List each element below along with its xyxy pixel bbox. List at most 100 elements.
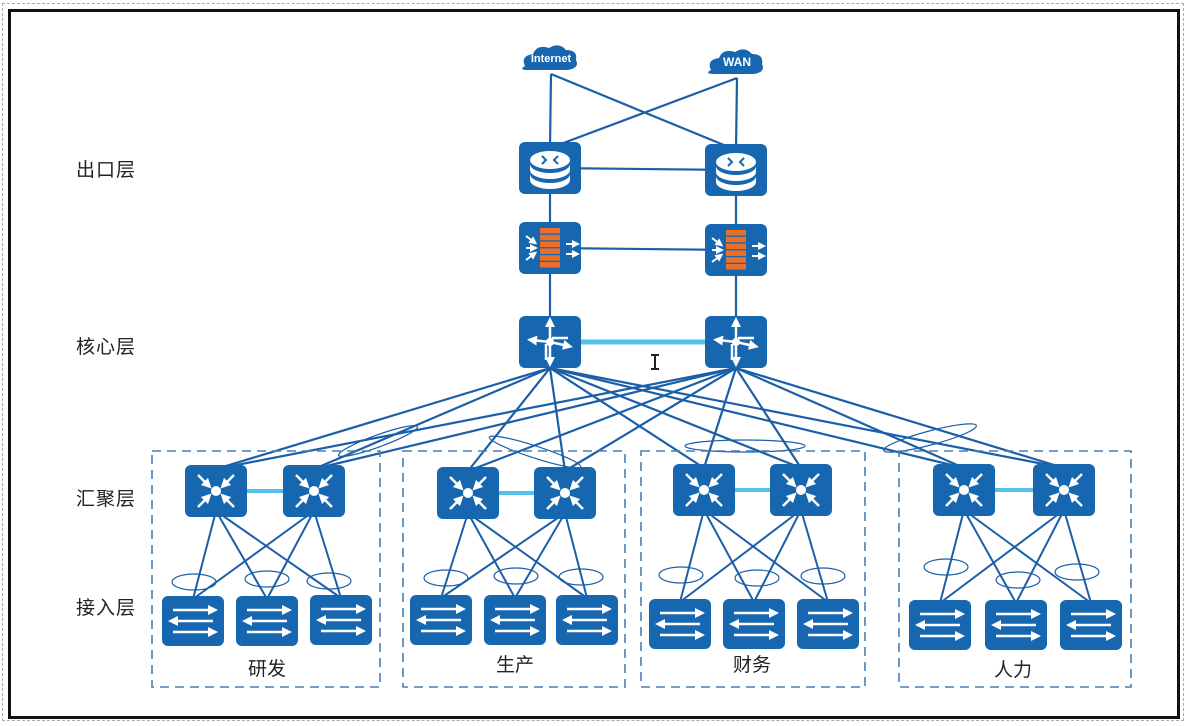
link-agg-access [1015, 509, 1065, 604]
aggregation-switch-icon-finance-1 [673, 464, 735, 516]
access-switch-icon-production-1 [410, 595, 472, 645]
access-switch-icon-rd-1 [162, 596, 224, 646]
aggregation-switch-icon-hr-1 [933, 464, 995, 516]
link-agg-access [679, 509, 705, 603]
link-agg-access [192, 510, 217, 600]
firewall-icon-1 [519, 222, 581, 274]
aggregation-switch-icon-finance-2 [770, 464, 832, 516]
access-switch-icon-rd-3 [310, 595, 372, 645]
access-switch-icon-finance-1 [649, 599, 711, 649]
department-group-hr [898, 450, 1132, 688]
link-aggregation-rings [171, 423, 1100, 591]
access-switch-icon-finance-3 [797, 599, 859, 649]
cloud-internet-label: Internet [531, 53, 572, 65]
link-core2-agg-hr-1 [735, 366, 965, 470]
link-agg-access [753, 509, 802, 603]
link-aggregation-ring [171, 573, 217, 591]
link-agg-access [215, 510, 268, 600]
layer-label-egress: 出口层 [76, 159, 137, 181]
link-aggregation-ring [558, 568, 604, 586]
link-agg-access [939, 509, 965, 604]
aggregation-switch-icon-hr-2 [1033, 464, 1095, 516]
link-core1-agg-rd-2 [313, 366, 551, 471]
link-aggregation-ring [658, 566, 704, 584]
core-switch-icon-2 [705, 316, 767, 368]
firewall-icon-2 [705, 224, 767, 276]
link-aggregation-ring [923, 558, 969, 576]
layer-label-access: 接入层 [76, 597, 137, 619]
link-aggregation-ring [995, 571, 1041, 589]
link-agg-access [313, 510, 342, 599]
link-agg-access [703, 509, 755, 603]
link-agg-access [440, 512, 469, 599]
dept-label-finance: 财务 [733, 654, 771, 676]
link-aggregation-ring [883, 423, 977, 453]
link-agg-access [963, 509, 1092, 604]
link-agg-access [192, 510, 315, 600]
department-group-rd [151, 450, 381, 688]
link-core2-agg-rd-1 [215, 366, 737, 471]
link-agg-access [800, 509, 829, 603]
core-switch-icon-1 [519, 316, 581, 368]
cloud-wan-label: WAN [723, 55, 751, 69]
layer-label-aggregation: 汇聚层 [76, 488, 137, 510]
router-icon-2 [705, 144, 767, 196]
department-group-finance [640, 450, 866, 688]
links [192, 72, 1092, 604]
aggregation-switch-icon-production-1 [437, 467, 499, 519]
link-agg-access [564, 512, 588, 599]
layer-label-core: 核心层 [76, 336, 137, 358]
aggregation-switch-icon-production-2 [534, 467, 596, 519]
link-aggregation-ring [800, 567, 846, 585]
department-groups [151, 450, 1132, 688]
link-core1-agg-production-2 [548, 367, 567, 472]
access-switch-icon-production-2 [484, 595, 546, 645]
department-group-production [402, 450, 626, 688]
link-agg-access [266, 510, 315, 600]
link-aggregation-ring [488, 435, 582, 469]
link-agg-access [963, 509, 1017, 604]
link-aggregation-ring [684, 439, 806, 453]
link-core2-agg-production-2 [564, 367, 737, 472]
cloud-internet: Internet [522, 45, 577, 70]
link-aggregation-ring [1054, 563, 1100, 581]
text-cursor-icon [651, 354, 659, 370]
link-core2-agg-rd-2 [313, 366, 737, 471]
link-agg-access [679, 509, 802, 603]
access-switch-icon-rd-2 [236, 596, 298, 646]
link-agg-access [1063, 509, 1092, 604]
link-wan-router1 [549, 76, 738, 150]
aggregation-switch-icon-rd-1 [185, 465, 247, 517]
link-aggregation-ring [423, 569, 469, 587]
link-internet-router1 [548, 73, 553, 149]
access-switch-icon-finance-2 [723, 599, 785, 649]
link-core2-agg-production-1 [467, 366, 737, 473]
link-aggregation-ring [306, 572, 352, 590]
link-agg-access [939, 509, 1065, 604]
link-agg-access [467, 512, 516, 599]
access-switch-icon-hr-1 [909, 600, 971, 650]
link-agg-access [514, 512, 566, 599]
access-switch-icon-hr-3 [1060, 600, 1122, 650]
access-switch-icon-hr-2 [985, 600, 1047, 650]
access-switch-icon-production-3 [556, 595, 618, 645]
cloud-wan: WAN [708, 49, 763, 74]
dept-label-hr: 人力 [994, 659, 1032, 681]
selection-frame [2, 3, 1184, 721]
link-wan-router2 [734, 77, 739, 151]
link-core2-agg-finance-2 [735, 367, 802, 469]
link-core1-agg-rd-1 [215, 366, 551, 471]
link-aggregation-ring [493, 567, 539, 585]
link-aggregation-ring [337, 424, 419, 458]
link-agg-access [703, 509, 829, 603]
aggregation-switch-icon-rd-2 [283, 465, 345, 517]
link-core2-agg-finance-1 [702, 367, 738, 469]
link-agg-access [215, 510, 342, 599]
devices [162, 142, 1122, 650]
link-aggregation-ring [244, 570, 290, 588]
link-agg-access [440, 512, 566, 599]
router-icon-1 [519, 142, 581, 194]
link-aggregation-ring [734, 569, 780, 587]
dept-label-rd: 研发 [248, 658, 286, 680]
